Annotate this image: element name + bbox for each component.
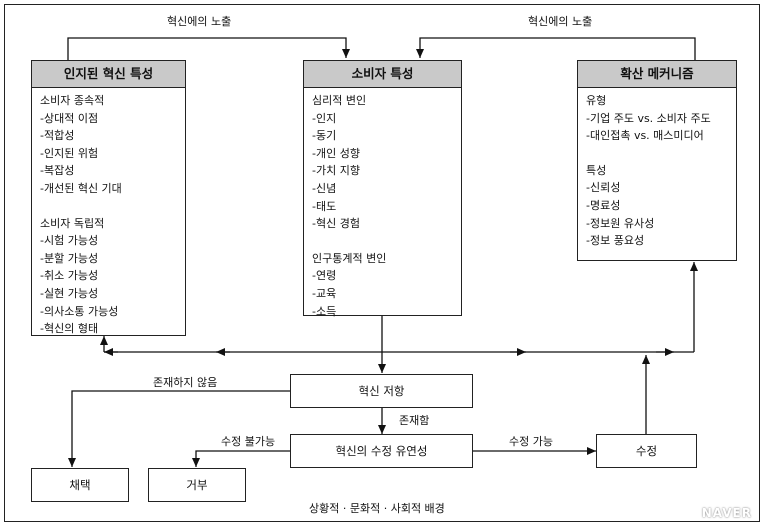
psych-item: -인지 [312,111,337,125]
dependent-item: -상대적 이점 [40,111,99,125]
exist-label: 존재함 [398,412,431,428]
resistance-node: 혁신 저항 [290,374,473,408]
consumer-title: 소비자 특성 [304,61,461,88]
demo-item: -소득 [312,304,337,318]
perceived-panel: 인지된 혁신 특성 소비자 종속적 -상대적 이점 -적합성 -인지된 위험 -… [31,60,186,336]
demo-item: -교육 [312,286,337,300]
dependent-item: -인지된 위험 [40,146,99,160]
feature-item: -정보원 유사성 [586,216,655,230]
perceived-title: 인지된 혁신 특성 [32,61,185,88]
modify-node: 수정 [596,434,697,468]
exposure-label-right: 혁신에의 노출 [527,13,594,29]
not-exist-label: 존재하지 않음 [152,374,219,390]
exposure-arrow-right [416,37,696,60]
psych-item: -혁신 경험 [312,217,360,231]
psych-item: -동기 [312,129,337,143]
consumer-panel: 소비자 특성 심리적 변인 -인지 -동기 -개인 성향 -가치 지향 -신념 … [303,60,462,318]
psych-item: -신념 [312,181,337,195]
flexibility-node: 혁신의 수정 유연성 [290,434,473,468]
exposure-arrow-left [67,37,350,60]
background-caption: 상황적 · 문화적 · 사회적 배경 [308,500,446,516]
feature-item: -명료성 [586,198,621,212]
independent-item: -혁신의 형태 [40,322,99,336]
modifiable-label: 수정 가능 [508,433,554,449]
psych-heading: 심리적 변인 [312,94,367,107]
exposure-label-left: 혁신에의 노출 [166,13,233,29]
psych-item: -개인 성향 [312,146,360,160]
dependent-item: -복잡성 [40,164,75,178]
independent-item: -실현 가능성 [40,286,99,300]
dependent-heading: 소비자 종속적 [40,94,105,107]
feature-item: -신뢰성 [586,181,621,195]
feature-heading: 특성 [586,163,607,177]
dependent-item: -개선된 혁신 기대 [40,181,122,195]
not-modifiable-arrow [192,450,290,467]
independent-item: -취소 가능성 [40,269,99,283]
adopt-node: 채택 [31,468,129,502]
naver-watermark: NAVER [701,506,752,520]
type-heading: 유형 [586,94,607,107]
psych-item: -가치 지향 [312,164,360,178]
not-modifiable-label: 수정 불가능 [220,433,277,449]
independent-item: -의사소통 가능성 [40,304,119,318]
reject-node: 거부 [148,468,246,502]
demo-item: -연령 [312,269,337,283]
diffusion-title: 확산 메커니즘 [578,61,736,88]
independent-item: -분할 가능성 [40,251,99,265]
feature-item: -정보 풍요성 [586,234,645,248]
demo-heading: 인구통계적 변인 [312,251,387,265]
independent-item: -시험 가능성 [40,234,99,248]
type-item: -대인접촉 vs. 매스미디어 [586,129,704,143]
not-exist-arrow [68,390,290,467]
diffusion-panel: 확산 메커니즘 유형 -기업 주도 vs. 소비자 주도 -대인접촉 vs. 매… [577,60,737,261]
type-item: -기업 주도 vs. 소비자 주도 [586,111,711,125]
psych-item: -태도 [312,199,337,213]
independent-heading: 소비자 독립적 [40,216,105,230]
dependent-item: -적합성 [40,129,75,143]
